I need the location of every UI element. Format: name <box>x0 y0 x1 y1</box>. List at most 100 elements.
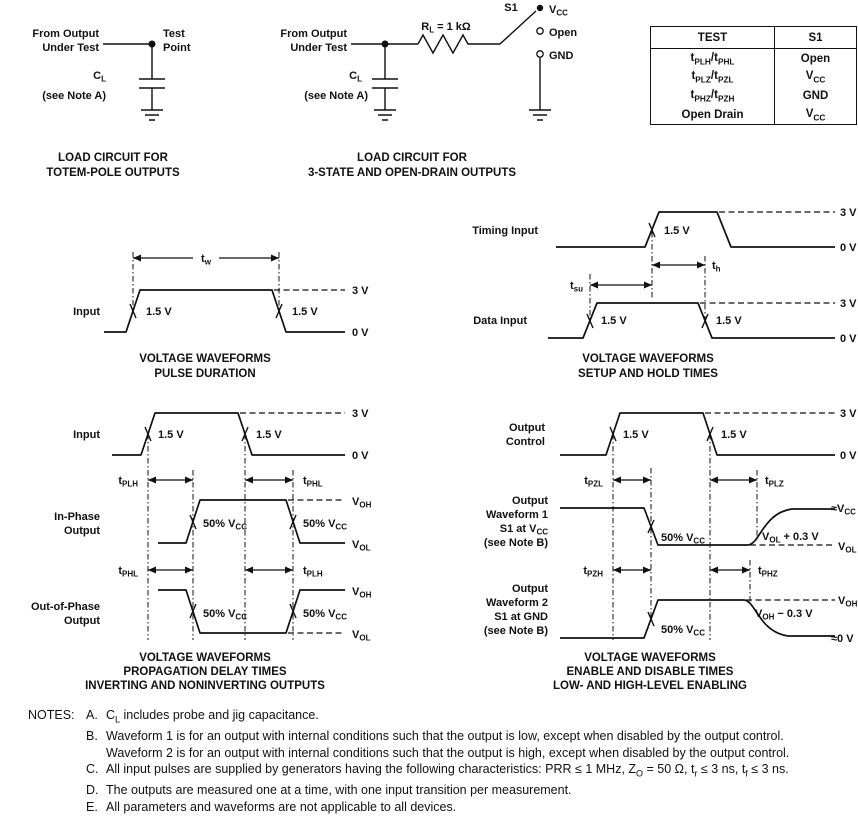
note-d: D. The outputs are measured one at a tim… <box>28 782 852 799</box>
table-row: Open Drain VCC <box>651 105 857 125</box>
caption: VOLTAGE WAVEFORMS <box>139 353 271 365</box>
open-label: Open <box>549 27 577 39</box>
note-letter: C. <box>86 762 99 776</box>
waveform1-label: Waveform 1 <box>486 509 548 521</box>
s1-cell: VCC <box>774 105 857 125</box>
caption: PULSE DURATION <box>154 368 255 380</box>
50pct-vcc-label: 50% VCC <box>203 518 247 532</box>
in-phase-waveform <box>158 499 345 544</box>
tphl-label: tPHL <box>118 565 138 579</box>
test-cell: tPLH/tPHL <box>690 52 735 67</box>
50pct-vcc-label: 50% VCC <box>203 608 247 622</box>
caption: INVERTING AND NONINVERTING OUTPUTS <box>85 680 325 692</box>
1v5-label: 1.5 V <box>292 306 318 318</box>
caption: LOAD CIRCUIT FOR <box>58 152 169 164</box>
test-point-label: Point <box>163 42 191 54</box>
timing-input-waveform <box>556 211 835 248</box>
capacitor-symbol <box>139 78 165 89</box>
1v5-label: 1.5 V <box>721 429 747 441</box>
input-label: Input <box>73 429 100 441</box>
see-note-a-label: (see Note A) <box>304 90 368 102</box>
timing-input-label: Timing Input <box>472 225 538 237</box>
waveform-propagation-delay: Input 1.5 V 1.5 V 3 V 0 V tPLH tPHL In-P… <box>31 408 372 692</box>
s1-cell: GND <box>774 86 857 106</box>
note-text: Waveform 1 is for an output with interna… <box>106 728 852 761</box>
output-control-label: Output <box>509 422 545 434</box>
parameter-measurement-diagrams: From Output Under Test Test Point CL (se… <box>31 2 858 692</box>
note-letter: D. <box>86 783 99 797</box>
s1-cell: VCC <box>774 67 857 87</box>
cl-label: CL <box>349 70 362 84</box>
note-b: B. Waveform 1 is for an output with inte… <box>28 728 852 761</box>
caption: LOAD CIRCUIT FOR <box>357 152 468 164</box>
note-letter: B. <box>86 729 98 743</box>
waveform2-label: Output <box>512 583 548 595</box>
open-terminal <box>536 27 544 35</box>
capacitor-symbol <box>372 78 398 89</box>
test-point-label: Test <box>163 28 185 40</box>
0v-label: 0 V <box>352 327 369 339</box>
waveform2-label: (see Note B) <box>484 625 549 637</box>
voh-label: VOH <box>352 586 372 600</box>
switch-arm <box>499 10 537 45</box>
0v-label: 0 V <box>840 333 857 345</box>
in-phase-output-label: In-Phase <box>54 511 100 523</box>
waveform2-label: S1 at GND <box>494 611 548 623</box>
output-waveform1 <box>560 507 835 546</box>
0v-label: 0 V <box>840 242 857 254</box>
table-row: tPHZ/tPZH GND <box>651 86 857 106</box>
s1-label: S1 <box>504 2 517 14</box>
test-cell: tPLZ/tPZL <box>691 69 734 85</box>
tpzh-label: tPZH <box>583 565 603 579</box>
3v-label: 3 V <box>840 408 857 420</box>
waveform2-label: Waveform 2 <box>486 597 548 609</box>
table-header-row: TEST S1 <box>650 26 857 49</box>
tw-label-bg <box>193 249 219 265</box>
1v5-label: 1.5 V <box>664 225 690 237</box>
approx-vcc-label: ≈VCC <box>831 503 856 517</box>
s1-selection-table: TEST S1 tPLH/tPHL Open tPLZ/tPZL VCC tPH… <box>650 26 857 125</box>
ground-symbol <box>529 109 551 121</box>
1v5-label: 1.5 V <box>256 429 282 441</box>
0v-label: 0 V <box>840 450 857 462</box>
tplh-label: tPLH <box>118 475 138 489</box>
crossing-marks <box>609 426 714 627</box>
vcc-terminal <box>536 4 544 12</box>
ground-symbol <box>374 109 396 121</box>
input-waveform <box>104 289 345 333</box>
notes-title: NOTES: <box>28 708 75 722</box>
see-note-a-label: (see Note A) <box>42 90 106 102</box>
gnd-terminal <box>536 50 544 58</box>
0v-label: 0 V <box>352 450 369 462</box>
table-header-test: TEST <box>650 26 775 49</box>
caption: ENABLE AND DISABLE TIMES <box>567 666 734 678</box>
caption: VOLTAGE WAVEFORMS <box>582 353 714 365</box>
in-phase-output-label: Output <box>64 525 100 537</box>
output-waveform2 <box>560 599 835 639</box>
note-text: CL includes probe and jig capacitance. <box>106 708 319 725</box>
s1-cell: Open <box>774 48 857 68</box>
caption: SETUP AND HOLD TIMES <box>578 368 718 380</box>
input-label: Input <box>73 306 100 318</box>
voh-minus-03-label: VOH − 0.3 V <box>755 608 813 622</box>
waveform-pulse-duration: Input tw 1.5 V 1.5 V 3 V 0 V VOLTAGE WAV… <box>73 249 369 380</box>
table-row: tPLH/tPHL Open <box>651 48 857 68</box>
vol-label: VOL <box>352 539 371 553</box>
tphz-label: tPHZ <box>758 565 778 579</box>
waveform-setup-hold: Timing Input 1.5 V 3 V 0 V tsu th Data I… <box>472 207 857 380</box>
note-text: The outputs are measured one at a time, … <box>106 783 572 797</box>
from-output-label: From Output <box>280 28 347 40</box>
50pct-vcc-label: 50% VCC <box>303 518 347 532</box>
1v5-label: 1.5 V <box>623 429 649 441</box>
out-of-phase-output-label: Out-of-Phase <box>31 601 100 613</box>
caption: LOW- AND HIGH-LEVEL ENABLING <box>553 680 747 692</box>
caption: VOLTAGE WAVEFORMS <box>139 652 271 664</box>
50pct-vcc-label: 50% VCC <box>661 624 705 638</box>
1v5-label: 1.5 V <box>146 306 172 318</box>
note-line: Waveform 2 is for an output with interna… <box>106 745 790 760</box>
1v5-label: 1.5 V <box>716 315 742 327</box>
note-line: Waveform 1 is for an output with interna… <box>106 729 784 743</box>
load-circuit-3state-open-drain: From Output Under Test RL = 1 kΩ S1 VCC … <box>280 2 577 179</box>
measurement-reference-lines <box>612 434 758 640</box>
